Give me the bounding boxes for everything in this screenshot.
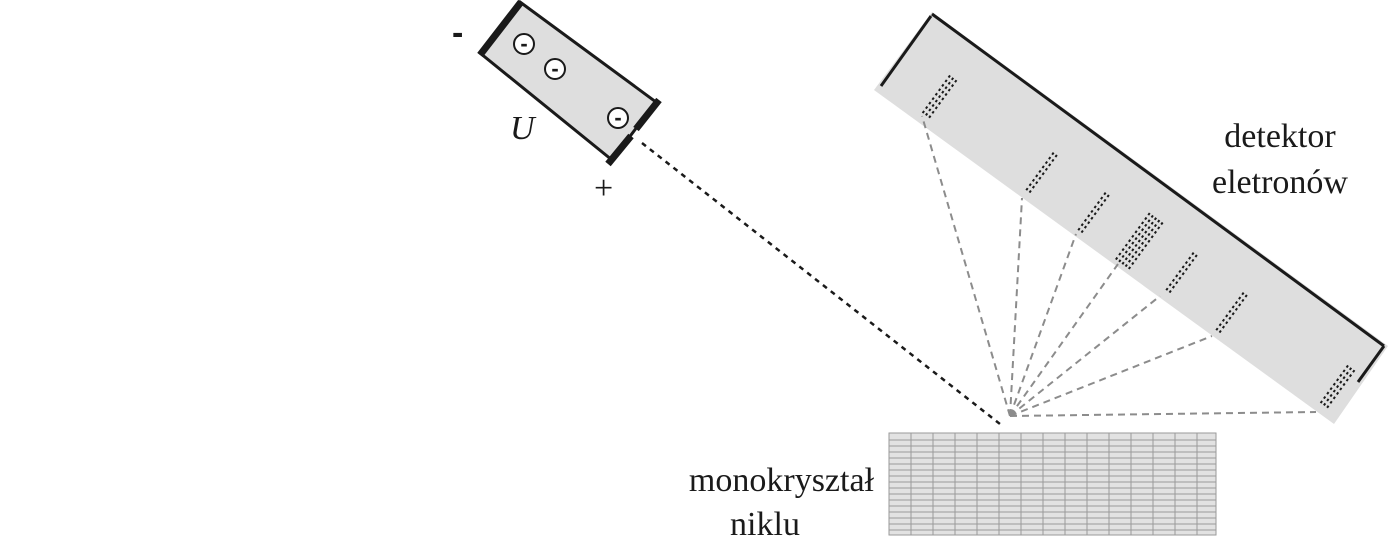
electron-gun: --- [477,0,662,167]
scattered-ray-1 [921,115,1011,417]
electron-1: - [513,31,535,56]
trace-7 [1319,363,1357,409]
nickel-crystal-block [888,432,1217,536]
scattered-ray-6 [1009,335,1213,417]
detector-label-line2: eletronów [1212,164,1348,201]
trace-5 [1165,250,1199,294]
detector-left-edge [879,15,933,87]
trace-3 [1077,190,1111,234]
trace-6 [1215,290,1249,334]
nickel-crystal [888,432,1217,536]
trace-4 [1115,210,1165,270]
anode-plate-upper [633,97,662,132]
svg-text:-: - [551,56,558,81]
voltage-label: U [510,110,535,147]
electron-2: - [544,56,566,81]
anode-plus-label: + [594,170,614,207]
scattered-rays [921,115,1317,417]
detector-right-edge [1356,345,1386,383]
electrons: --- [513,31,629,130]
scattered-ray-2 [1009,197,1023,417]
electron-3: - [607,105,629,130]
electron-detector [874,12,1388,424]
nickel-crystal-lattice [889,433,1216,535]
incident-beam [641,142,1001,425]
trace-1 [921,73,959,119]
scattered-ray-3 [1009,233,1077,417]
cathode-plate [477,0,524,58]
svg-text:-: - [520,31,527,56]
detector-panel [874,12,1388,424]
anode-plate-lower [605,133,634,167]
scattered-ray-5 [1009,295,1161,417]
scattered-ray-7 [1009,411,1317,417]
crystal-label-line1: monokryształ [688,462,874,499]
detector-back-edge [931,12,1385,348]
crystal-label-line2: niklu [730,506,800,540]
detected-electron-traces [921,73,1357,409]
svg-text:-: - [614,105,621,130]
scattered-ray-4 [1009,263,1119,417]
detector-label-line1: detektor [1224,118,1336,155]
cathode-minus-label: - [452,14,464,52]
trace-2 [1025,150,1059,194]
